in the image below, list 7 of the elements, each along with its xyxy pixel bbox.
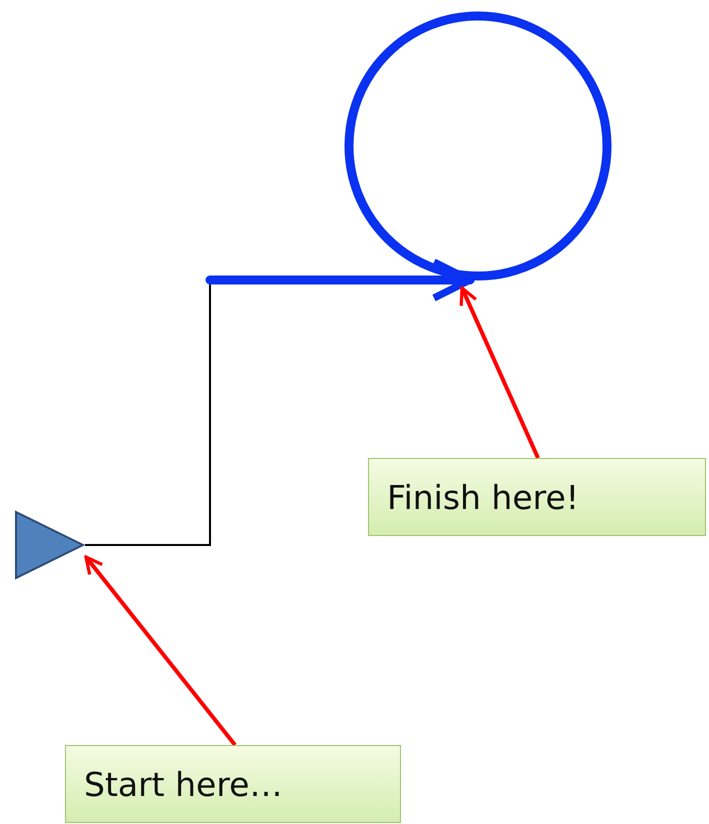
callout-text: Start here… [84,764,282,804]
callout-box [368,458,706,536]
callout-box [65,745,401,823]
leader-arrow [84,555,237,746]
callout-text: Finish here! [387,478,580,516]
leader-arrow [460,286,540,459]
route-arrow [206,258,474,302]
